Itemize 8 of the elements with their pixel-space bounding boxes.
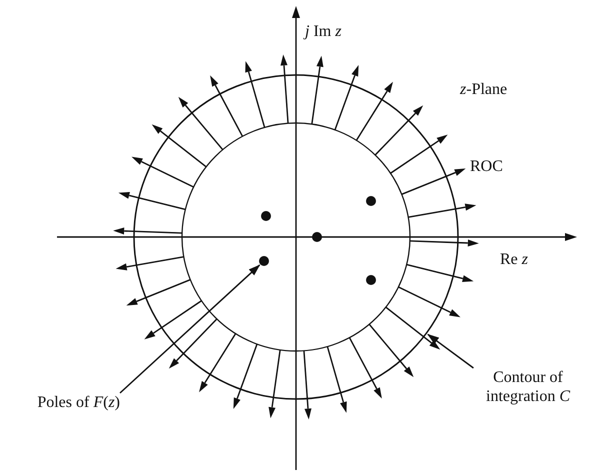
plane-label: z-Plane — [460, 80, 508, 99]
callout-text: Poles of F(z) — [36, 393, 120, 413]
region-label: ROC — [470, 157, 503, 176]
axis-label: Re z — [500, 250, 528, 269]
axis-label: j Im z — [305, 22, 342, 41]
leader-line — [120, 264, 260, 394]
leader-line — [427, 334, 474, 369]
callout-text: Contour of integration C — [485, 368, 572, 407]
